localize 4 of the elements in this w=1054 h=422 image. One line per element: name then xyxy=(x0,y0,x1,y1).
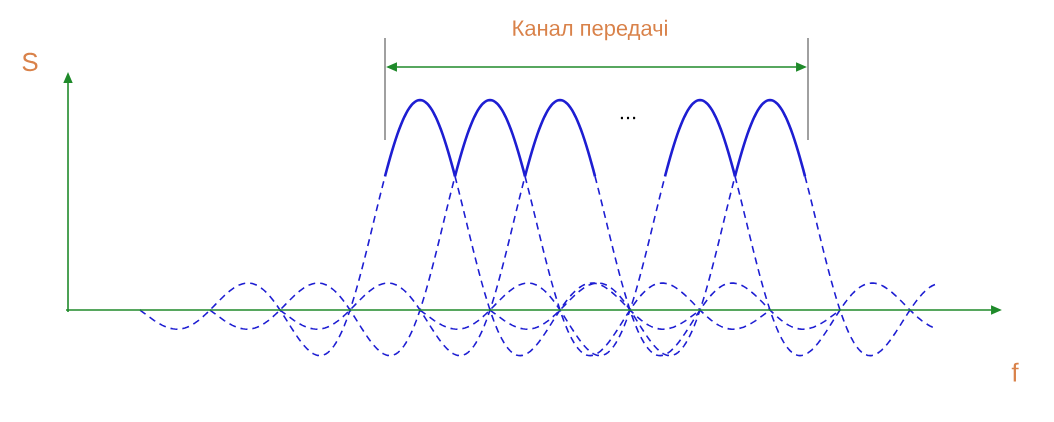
axis-label: f xyxy=(1011,362,1019,382)
ellipsis: ... xyxy=(620,116,636,120)
axis-label: S xyxy=(22,52,38,72)
dimension-label: Канал передачі xyxy=(513,19,667,41)
